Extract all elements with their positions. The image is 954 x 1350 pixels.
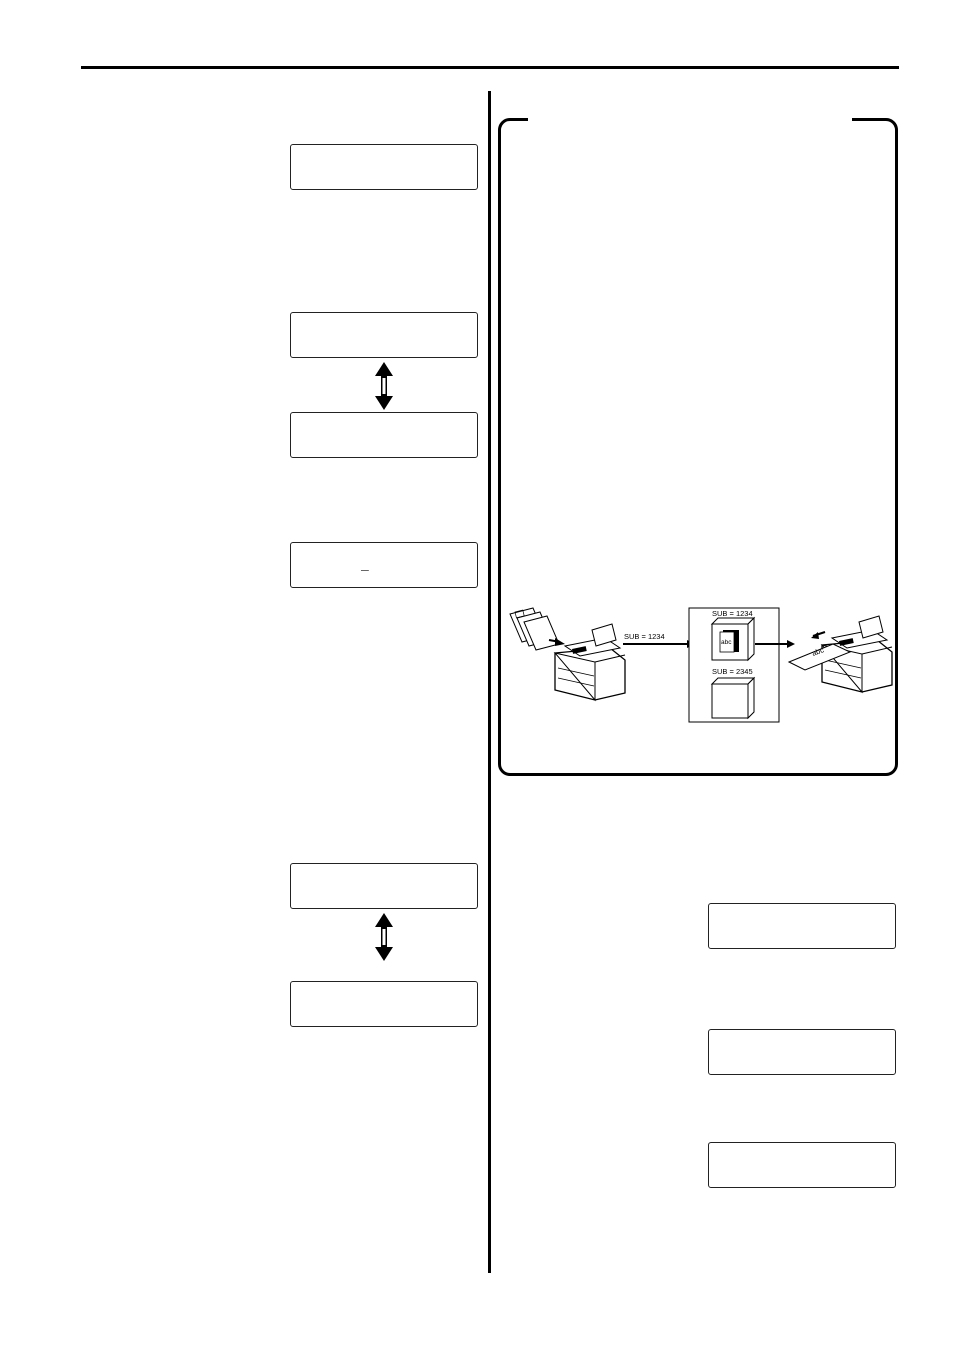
lcd-display-6 xyxy=(290,981,478,1027)
column-divider xyxy=(488,91,491,1273)
callout-title-gap xyxy=(528,112,852,124)
mailbox-2-icon xyxy=(710,676,756,720)
lcd-display-7 xyxy=(708,903,896,949)
mailbox-1-icon: abc xyxy=(710,616,756,662)
fax-machine-icon xyxy=(553,623,626,702)
up-down-arrow-icon xyxy=(374,362,394,410)
sender-subaddress-label: SUB = 1234 xyxy=(624,632,665,641)
lcd-display-2 xyxy=(290,312,478,358)
lcd-display-8 xyxy=(708,1029,896,1075)
document-stack-icon xyxy=(509,607,560,651)
received-document-icon: abc xyxy=(787,643,852,671)
box1-document-label: abc xyxy=(721,639,732,646)
lcd-display-3 xyxy=(290,412,478,458)
received-document-label: abc xyxy=(811,645,826,658)
lcd-display-9 xyxy=(708,1142,896,1188)
lcd-cursor: _ xyxy=(361,557,369,573)
box1-subaddress-label: SUB = 1234 xyxy=(712,609,753,618)
up-down-arrow-icon xyxy=(374,913,394,961)
lcd-display-5 xyxy=(290,863,478,909)
box2-subaddress-label: SUB = 2345 xyxy=(712,667,753,676)
lcd-display-1 xyxy=(290,144,478,190)
top-rule xyxy=(81,66,899,69)
lcd-display-4: _ xyxy=(290,542,478,588)
subaddress-diagram: SUB = 1234 SUB = 1234 abc SUB = 2345 abc xyxy=(509,607,893,723)
